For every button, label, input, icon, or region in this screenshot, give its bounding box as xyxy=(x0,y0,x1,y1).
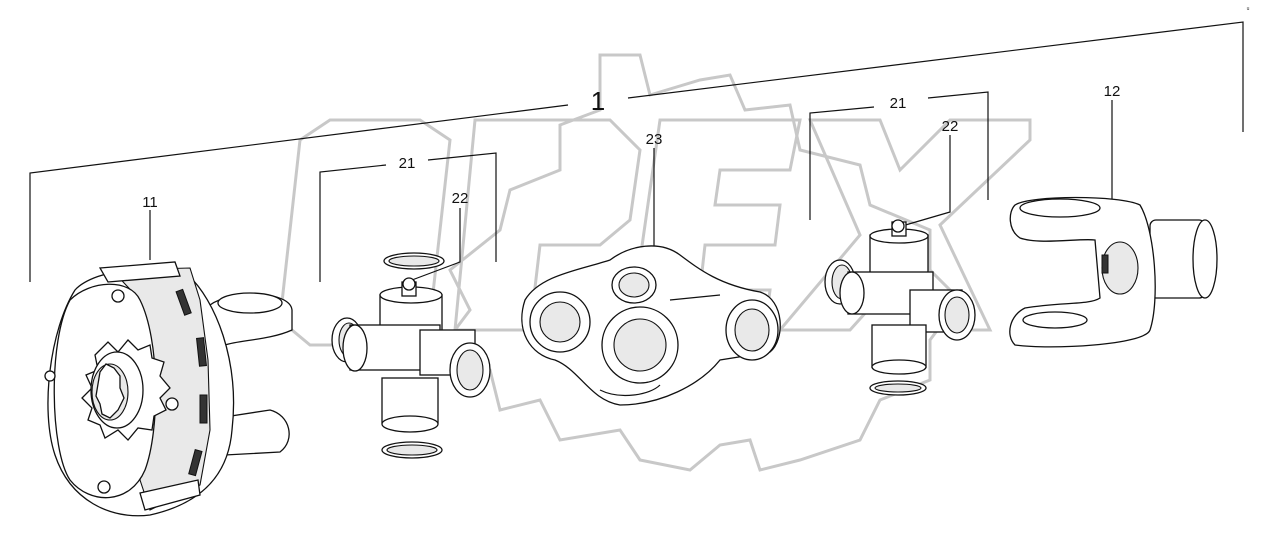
corner-mark: u xyxy=(1247,6,1250,12)
cross-kit-left-part xyxy=(331,252,491,459)
cross-kit-left-bracket-r xyxy=(427,152,497,262)
grease-nipple-left-leader xyxy=(411,208,461,281)
label-cross-kit-left: 21 xyxy=(399,155,416,172)
cross-kit-left-bracket xyxy=(319,164,387,282)
label-grease-nipple-right: 22 xyxy=(942,118,959,135)
label-implement-yoke: 12 xyxy=(1104,83,1121,100)
label-tractor-yoke: 11 xyxy=(142,194,158,211)
watermark xyxy=(278,53,1032,472)
tractor-yoke-part xyxy=(44,261,293,517)
label-assembly: 1 xyxy=(591,86,605,116)
label-cross-kit-right: 21 xyxy=(890,95,907,112)
callout-labels: 1 11 12 21 21 22 22 23 u xyxy=(142,6,1249,211)
grease-nipple-right-leader xyxy=(901,135,951,227)
assembly-bracket-right xyxy=(627,21,1244,132)
assembly-bracket-left xyxy=(29,104,569,282)
cross-kit-right-part xyxy=(824,219,976,396)
cross-kit-right-bracket-r xyxy=(927,91,989,200)
cross-kit-right-bracket xyxy=(809,106,875,220)
label-grease-nipple-left: 22 xyxy=(452,190,469,207)
implement-yoke-part xyxy=(1009,196,1218,348)
leader-lines xyxy=(29,21,1244,282)
label-center-housing: 23 xyxy=(646,131,663,148)
center-housing-part xyxy=(521,245,781,406)
